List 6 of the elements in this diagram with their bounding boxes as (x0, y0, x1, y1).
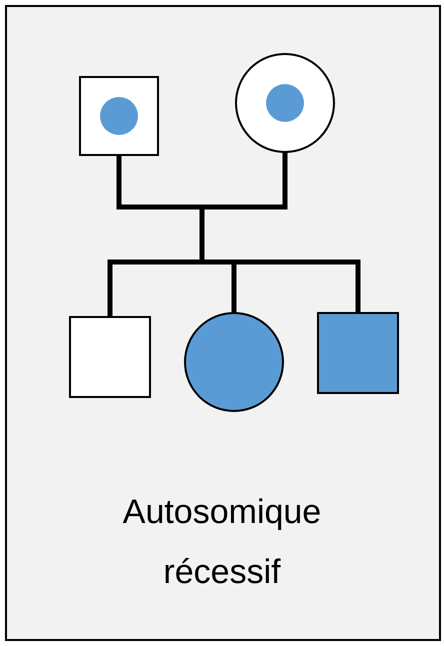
caption-text: Autosomique récessif (122, 492, 322, 593)
unaffected-male-symbol (69, 316, 151, 398)
carrier-male-symbol (79, 76, 159, 156)
carrier-female-symbol (235, 53, 335, 153)
affected-female-symbol (184, 312, 284, 412)
affected-male-symbol (317, 312, 399, 394)
